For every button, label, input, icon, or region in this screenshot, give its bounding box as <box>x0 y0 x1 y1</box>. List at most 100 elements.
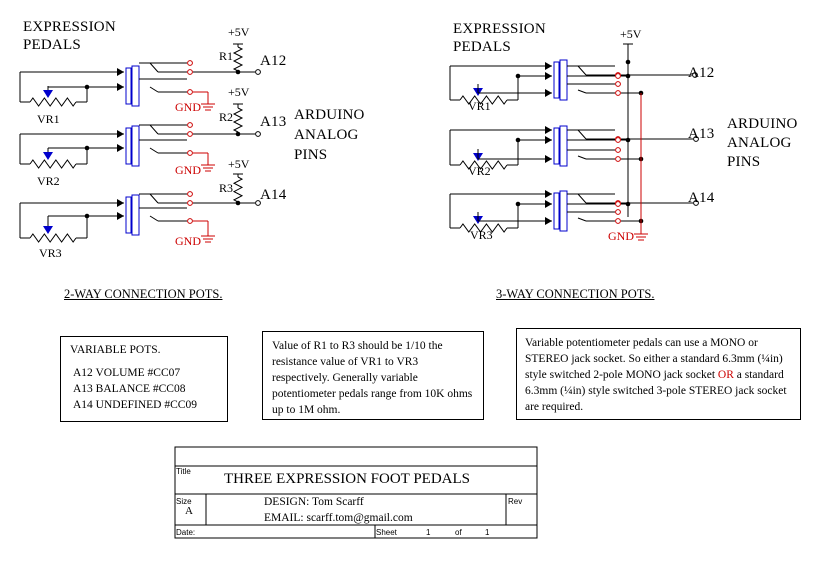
wire <box>149 147 159 154</box>
switch-terminal <box>187 69 193 75</box>
jack-note-text-end: a standard 6.3mm (¼in) style switched 3-… <box>525 369 787 413</box>
tip-terminal <box>615 137 621 143</box>
wire <box>149 124 159 135</box>
right-side-label: PINS <box>727 154 761 170</box>
switch-terminal <box>615 209 621 215</box>
left-supply-label: +5V <box>228 157 250 171</box>
arrow-icon <box>117 199 124 207</box>
switch-terminal <box>187 200 193 206</box>
pot-resistor <box>459 223 508 233</box>
left-side-label: ANALOG <box>294 127 359 143</box>
title-block-design: DESIGN: Tom Scarff <box>264 496 364 508</box>
arrow-icon <box>545 136 552 144</box>
arrow-icon <box>117 144 124 152</box>
sleeve-terminal <box>187 89 193 95</box>
left-ground-label: GND <box>175 234 201 248</box>
arduino-pin-terminal <box>255 69 261 75</box>
switch-terminal <box>187 131 193 137</box>
wire <box>577 217 587 222</box>
jack-socket-icon <box>131 125 140 167</box>
left-supply-label: +5V <box>228 25 250 39</box>
title-block-size: A <box>185 505 193 517</box>
title-block-sheet-label: Sheet <box>376 528 397 537</box>
left-caption: 2-WAY CONNECTION POTS. <box>64 287 223 301</box>
resistor <box>232 46 244 72</box>
title-block-rev-label: Rev <box>508 497 523 506</box>
jack-note-text: Variable potentiometer pedals can use a … <box>525 337 783 381</box>
sleeve-terminal <box>615 218 621 224</box>
jack-socket-icon <box>559 190 568 232</box>
tip-terminal <box>615 201 621 207</box>
right-side-label: ANALOG <box>727 135 792 151</box>
wire <box>149 86 159 93</box>
wire <box>577 89 587 94</box>
left-pin-label: A14 <box>260 187 287 203</box>
arrow-icon <box>545 155 552 163</box>
arrow-icon <box>545 72 552 80</box>
title-block-of-label: of <box>455 528 462 537</box>
sleeve-terminal <box>615 156 621 162</box>
left-resistor-label: R3 <box>219 181 234 195</box>
title-block-frame <box>174 446 538 539</box>
arrow-icon <box>545 200 552 208</box>
wire <box>577 129 587 140</box>
variable-pots-line: A13 BALANCE #CC08 <box>73 383 186 395</box>
switch-terminal <box>615 81 621 87</box>
wiper-arrow-icon <box>43 90 53 98</box>
jack-note-or: OR <box>717 369 734 381</box>
left-pot-label: VR2 <box>37 174 60 188</box>
sleeve-terminal <box>187 218 193 224</box>
right-pin-label: A13 <box>688 126 715 142</box>
right-heading-line1: EXPRESSION <box>453 21 546 37</box>
arduino-pin-terminal <box>693 136 699 142</box>
left-resistor-label: R2 <box>219 110 234 124</box>
wire <box>149 62 159 73</box>
wiper-arrow-icon <box>43 226 53 234</box>
arduino-pin-terminal <box>255 200 261 206</box>
right-supply-label: +5V <box>620 27 642 41</box>
left-heading-line2: PEDALS <box>23 37 81 53</box>
right-pot-label: VR1 <box>468 99 491 113</box>
title-block-sheet-num: 1 <box>426 528 431 537</box>
arduino-pin-terminal <box>255 131 261 137</box>
right-heading-line2: PEDALS <box>453 39 511 55</box>
arrow-icon <box>545 217 552 225</box>
title-block-title-label: Title <box>176 467 191 476</box>
left-side-label: ARDUINO <box>294 107 365 123</box>
arduino-pin-terminal <box>693 200 699 206</box>
right-pin-label: A14 <box>688 190 715 206</box>
title-block-title: THREE EXPRESSION FOOT PEDALS <box>224 471 470 487</box>
arrow-icon <box>117 68 124 76</box>
arrow-icon <box>545 190 552 198</box>
left-pin-label: A13 <box>260 114 287 130</box>
arrow-icon <box>117 212 124 220</box>
arrow-icon <box>117 130 124 138</box>
variable-pots-line: A14 UNDEFINED #CC09 <box>73 399 197 411</box>
jack-socket-icon <box>125 67 132 105</box>
sleeve-terminal <box>615 90 621 96</box>
left-side-label: PINS <box>294 147 328 163</box>
wire <box>577 155 587 160</box>
right-pot-label: VR2 <box>468 164 491 178</box>
jack-socket-icon <box>125 127 132 165</box>
title-block-sheet-total: 1 <box>485 528 490 537</box>
wire <box>149 215 159 222</box>
tip-terminal <box>187 122 193 128</box>
wire <box>577 65 587 76</box>
jack-socket-icon <box>559 125 568 167</box>
wire <box>149 193 159 204</box>
right-pin-label: A12 <box>688 65 715 81</box>
arduino-pin-terminal <box>692 72 698 78</box>
wiper-arrow-icon <box>43 152 53 160</box>
left-ground-label: GND <box>175 100 201 114</box>
arrow-icon <box>545 89 552 97</box>
left-heading-line1: EXPRESSION <box>23 19 116 35</box>
resistor-note-text: Value of R1 to R3 should be 1/10 the res… <box>272 340 473 416</box>
arrow-icon <box>545 126 552 134</box>
left-pot-label: VR3 <box>39 246 62 260</box>
left-pin-label: A12 <box>260 53 287 69</box>
resistor <box>232 107 244 133</box>
jack-socket-icon <box>553 192 560 230</box>
pot-resistor <box>459 160 508 170</box>
